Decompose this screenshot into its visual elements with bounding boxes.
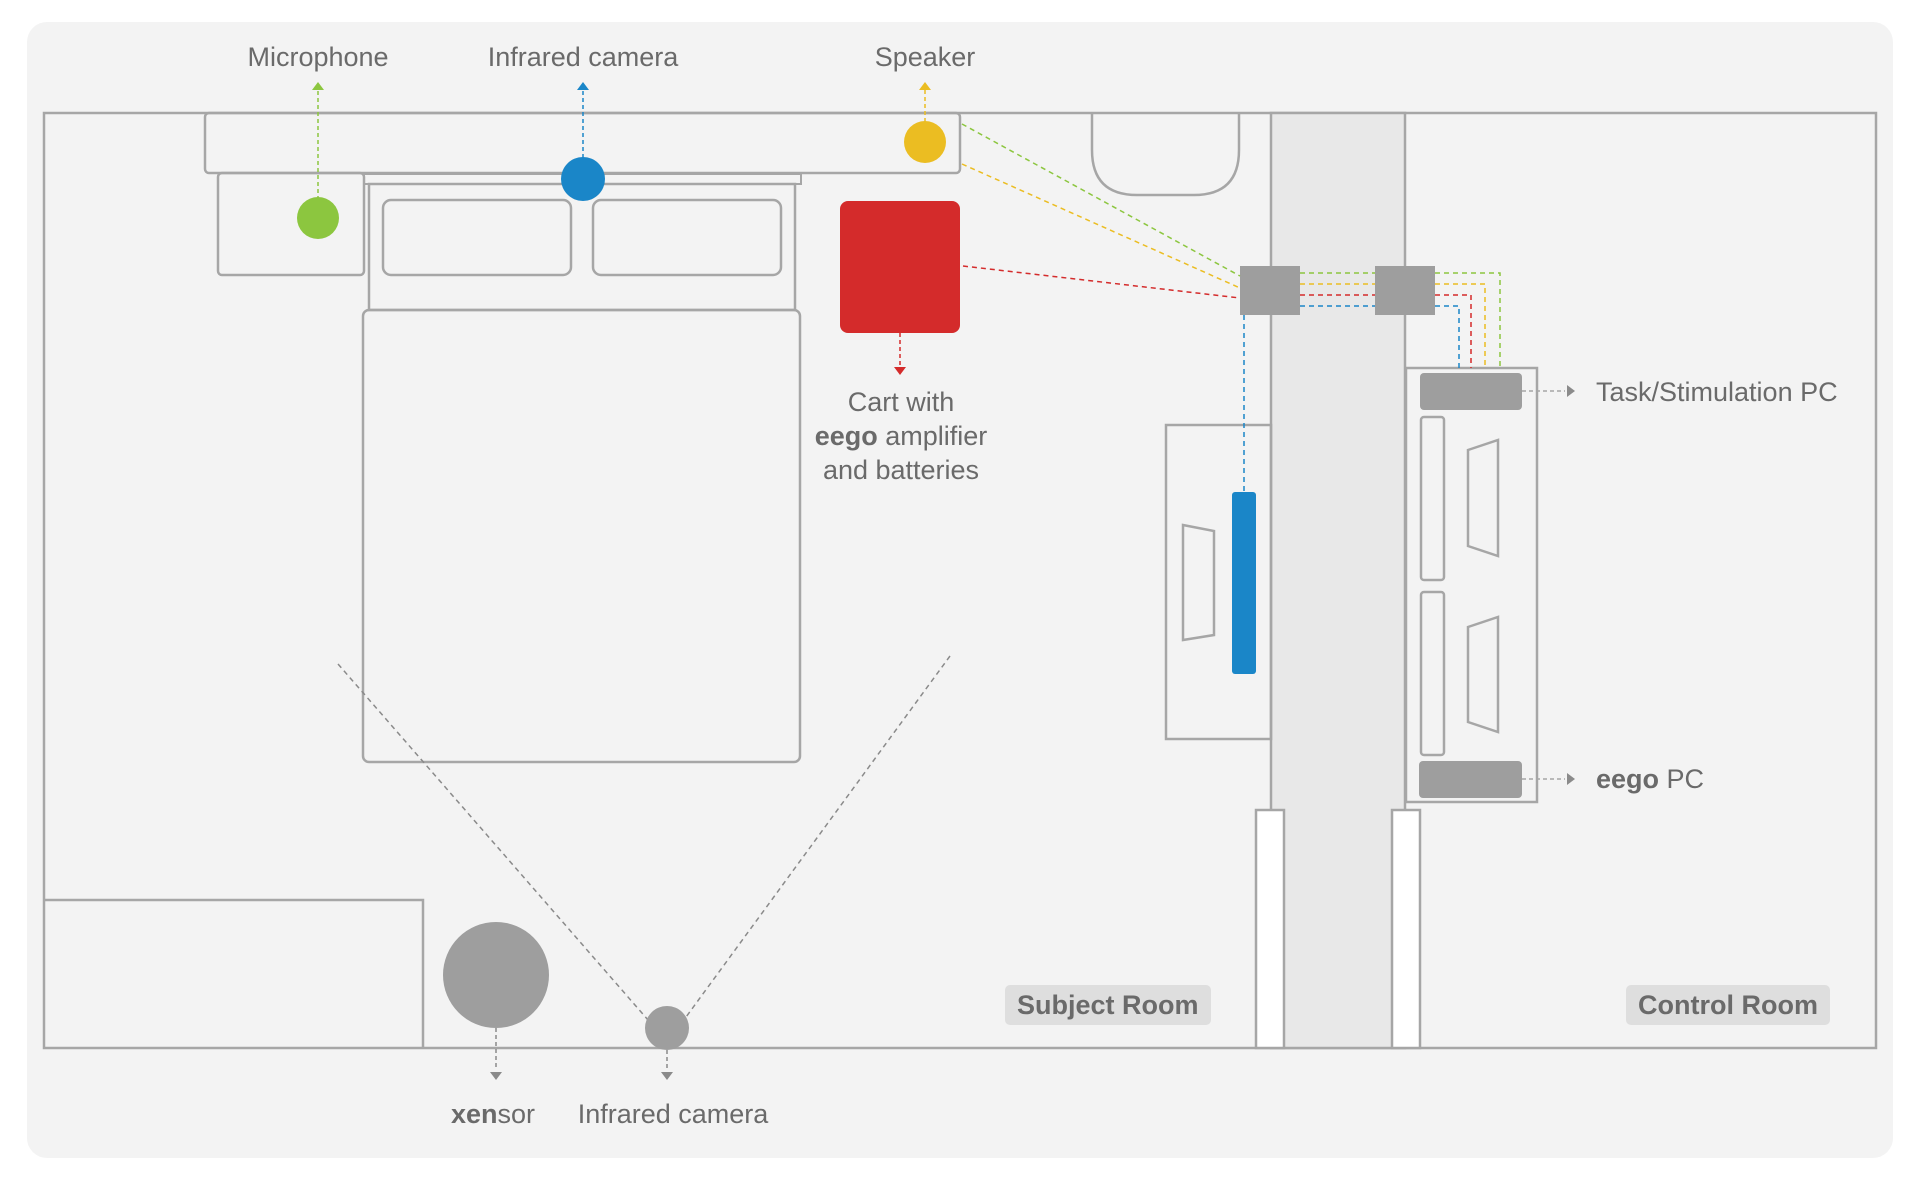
route-yellow [1435,283,1486,368]
task-pc-label: Task/Stimulation PC [1596,377,1838,407]
eego-pc-box [1419,761,1522,798]
cart-arrow-icon [894,367,906,375]
cart-icon [840,201,960,333]
cart-label-line2: eego amplifier [815,419,988,453]
infrared-camera-bottom-arrow-icon [661,1072,673,1080]
xensor-label-rest: sor [497,1099,536,1129]
subject-room-tag: Subject Room [1005,985,1211,1025]
microphone-label: Microphone [247,42,389,72]
cable-speaker-green [961,123,1241,277]
subject-eego-bar [1232,492,1256,674]
speaker-label: Speaker [874,42,976,72]
door-frame-left [1254,808,1286,1050]
control-monitor-2 [1466,615,1500,734]
cart-label-eego: eego [814,421,878,451]
infrared-camera-bottom-label: Infrared camera [577,1099,769,1129]
microphone-arrow-icon [312,82,324,90]
desk [44,898,425,1048]
speaker-icon [904,121,946,163]
xensor-label: xensor [451,1097,535,1131]
cart-label-line1: Cart with [847,387,955,417]
control-monitor-1 [1466,438,1500,558]
eego-pc-arrow-icon [1567,773,1575,785]
xensor-icon [443,922,549,1028]
pillow-left [381,198,573,277]
route-blue [1435,305,1460,368]
nightstand [216,171,366,277]
infrared-camera-top-icon [561,157,605,201]
cable-cart-red [962,265,1241,299]
room-outline [42,111,1878,1050]
cart-label-line3: and batteries [822,455,980,485]
cable-speaker-yellow [961,163,1241,289]
door-frame-right [1390,808,1422,1050]
pillow-right [591,198,783,277]
xensor-arrow-icon [490,1072,502,1080]
control-keyboard-1 [1419,415,1446,582]
task-pc-arrow-icon [1567,385,1575,397]
corridor [1269,111,1407,1050]
control-room-tag: Control Room [1626,985,1830,1025]
eego-pc-label: eego PC [1596,762,1704,796]
subject-cabinet [1164,423,1273,741]
junction-box-left [1240,266,1300,315]
eego-pc-label-bold: eego [1596,764,1660,794]
infrared-camera-bottom-icon [645,1006,689,1050]
subject-monitor [1181,523,1216,642]
route-red [1435,294,1472,368]
background-panel [27,22,1893,1158]
cart-label: Cart with eego amplifier and batteries [815,385,988,487]
xensor-label-bold: xen [450,1099,498,1129]
infrared-camera-top-label: Infrared camera [487,42,679,72]
eego-pc-label-rest: PC [1659,764,1705,794]
mattress [361,308,802,764]
route-green [1435,272,1501,368]
fov-line-right [677,655,951,1029]
microphone-icon [297,197,339,239]
task-pc-box [1420,373,1522,410]
infrared-camera-top-arrow-icon [577,82,589,90]
speaker-arrow-icon [919,82,931,90]
control-keyboard-2 [1419,590,1446,757]
sink-outline [1090,113,1241,197]
cart-label-amplifier: amplifier [877,421,988,451]
junction-box-right [1375,266,1435,315]
